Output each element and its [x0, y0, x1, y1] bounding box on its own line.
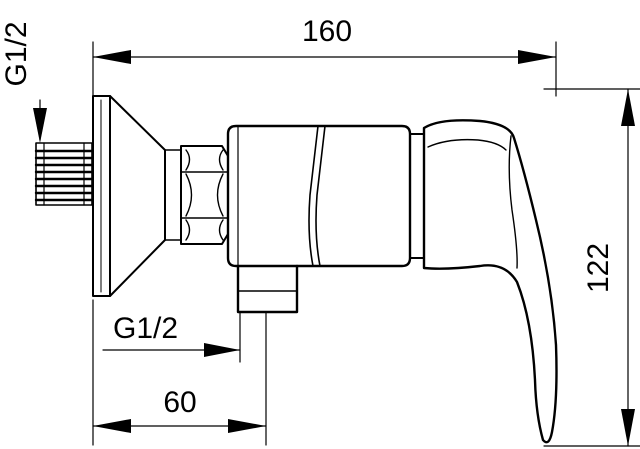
wall-rosette — [92, 95, 166, 297]
arrowhead-top — [621, 89, 635, 126]
outlet-thread-label: G1/2 — [113, 312, 178, 345]
arrowhead-bottom — [621, 409, 635, 446]
arrowhead-right — [204, 343, 240, 357]
arrowhead-left — [93, 419, 131, 433]
hex-nut — [164, 145, 229, 245]
inlet-thread-label: G1/2 — [0, 21, 33, 86]
arrowhead-left — [93, 50, 131, 64]
lever-handle — [422, 119, 558, 444]
dimension-offset-label: 60 — [163, 386, 196, 419]
arrowhead-right — [518, 50, 556, 64]
outlet-thread-callout: G1/2 — [102, 311, 241, 363]
mixer-body — [226, 124, 425, 268]
outlet-spout — [236, 264, 299, 314]
inlet-connector — [34, 142, 94, 206]
dimension-width: 160 — [92, 15, 557, 97]
arrowhead-right — [228, 419, 266, 433]
dimension-outlet-offset: 60 — [92, 299, 267, 446]
dimension-width-label: 160 — [302, 15, 352, 48]
arrowhead-down — [33, 108, 47, 143]
dimension-height-label: 122 — [582, 243, 615, 293]
dimension-height: 122 — [543, 88, 640, 447]
inlet-thread-callout: G1/2 — [0, 21, 47, 143]
